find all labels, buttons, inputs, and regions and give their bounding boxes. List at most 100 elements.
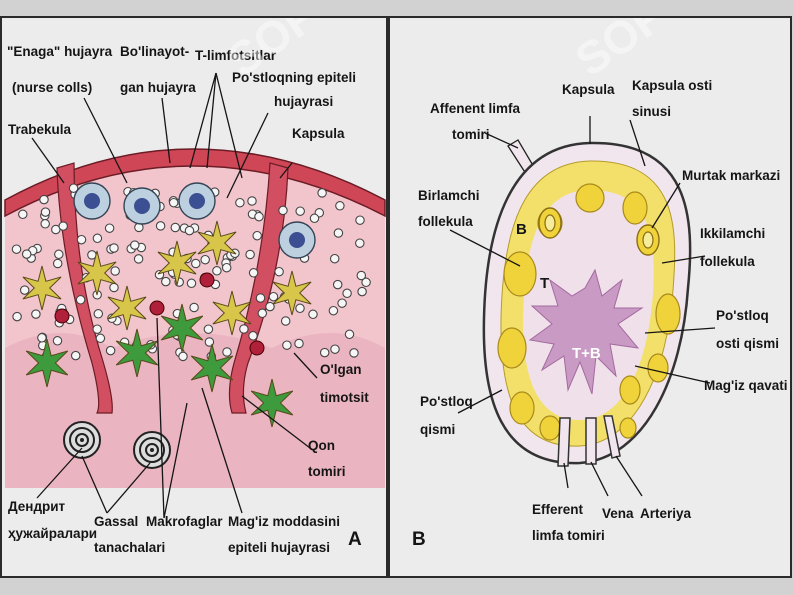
vein [585,417,597,465]
thymocyte [361,277,371,288]
thymocyte [184,225,195,236]
thymocyte [337,298,347,308]
thymocyte [11,244,22,254]
thymocyte [349,348,359,358]
label-birlamchi-line1: Birlamchi [418,188,480,203]
thymocyte [329,253,340,264]
primary-follicle [619,417,637,439]
macrophage-cell [25,338,69,388]
label-enaga-line1: "Enaga" hujayra [7,44,113,59]
cortical-epithelial-cell [77,250,117,296]
thymocyte [257,308,268,319]
thymocyte [31,309,41,319]
thymocyte [191,258,201,269]
primary-follicle [647,353,669,383]
label-gassal-line1: Gassal [94,514,138,529]
thymocyte [335,201,345,211]
label-ikkilamchi-line1: Ikkilamchi [700,226,765,241]
thymocyte [200,254,210,265]
thymus-svg: "Enaga" hujayra (nurse colls) Bo'linayot… [4,18,386,555]
thymocyte [355,215,365,225]
panel-a-thymus: "Enaga" hujayra (nurse colls) Bo'linayot… [0,16,388,578]
thymocyte [21,249,32,259]
thymocyte [295,303,305,314]
thymocyte [68,183,79,193]
thymocyte [37,333,47,343]
thymocyte [76,234,87,245]
thymocyte [274,266,284,277]
label-affenent-line1: Affenent limfa [430,101,520,116]
label-magiz-line2: epiteli hujayrasi [228,540,330,555]
panel-b-letter: B [412,529,426,550]
thymocyte [212,266,222,276]
node-follicles [497,183,681,441]
thymocyte [333,228,344,238]
dead-thymocyte [54,308,70,324]
label-bolinayot-line1: Bo'linayot- [120,44,189,59]
label-makrofaglar: Makrofaglar [146,514,223,529]
dead-thymocyte [199,272,215,288]
thymocyte [18,209,28,220]
leader-lines-b [449,116,716,497]
thymocyte [39,194,49,205]
thymocyte [52,336,63,346]
thymocyte [328,305,339,316]
label-kapsula: Kapsula [292,126,345,141]
label-vena: Vena [602,506,634,521]
watermark-text-b: SOFT [566,18,696,86]
thymocyte [282,340,292,350]
primary-follicle [622,191,648,225]
primary-follicle [497,327,527,369]
thymocyte [52,258,63,269]
nurse-cell-nucleus [134,198,150,214]
label-kapsula-b: Kapsula [562,82,615,97]
hassall-corpuscle [63,421,101,459]
thymocyte [189,302,199,313]
primary-follicle [539,415,561,441]
cortical-epithelial-cell [107,285,147,331]
primary-follicle [575,183,605,213]
thymocyte [40,207,51,217]
thymocyte [235,197,245,208]
thymocyte [245,249,255,260]
thymocyte [278,205,288,216]
thymocyte [330,344,340,354]
label-qon-line1: Qon [308,438,335,453]
primary-follicle [619,375,641,405]
panel-b-lymph-node: Affenent limfa tomiri Kapsula Kapsula os… [388,16,792,578]
primary-follicle [503,251,537,297]
label-postloq-qismi-line2: qismi [420,422,455,437]
thymocyte [104,223,115,233]
thymocyte [168,197,179,208]
germinal-center [642,231,654,249]
thymocyte [356,270,367,281]
thymocyte [309,213,320,224]
label-enaga-line2: (nurse colls) [12,80,92,95]
thymus-cells [11,182,371,428]
thymocyte [92,324,102,334]
thymocyte [109,282,119,293]
cortical-epithelial-cell [197,220,237,266]
label-kapsula-osti-line1: Kapsula osti [632,78,712,93]
leader-lines-a [31,72,318,519]
thymocyte [265,301,275,312]
label-arteriya: Arteriya [640,506,692,521]
dead-thymocyte [149,300,165,316]
thymocyte [317,188,327,198]
thymocyte [95,333,106,344]
label-postloq-epiteli-line1: Po'stloqning epiteli [232,70,356,85]
cortical-epithelial-cell [272,270,312,316]
zone-b-label: B [516,221,527,238]
thymocyte [255,293,266,303]
thymocyte [239,324,249,334]
label-bolinayot-line2: gan hujayra [120,80,196,95]
nurse-cell-nucleus [189,193,205,209]
thymocyte [222,347,232,357]
macrophage-cell [250,378,294,428]
primary-follicle [655,293,681,335]
label-postloq-epiteli-line2: hujayrasi [274,94,333,109]
cortical-epithelial-cell [212,290,252,336]
artery [603,415,621,459]
thymocyte [332,279,343,290]
